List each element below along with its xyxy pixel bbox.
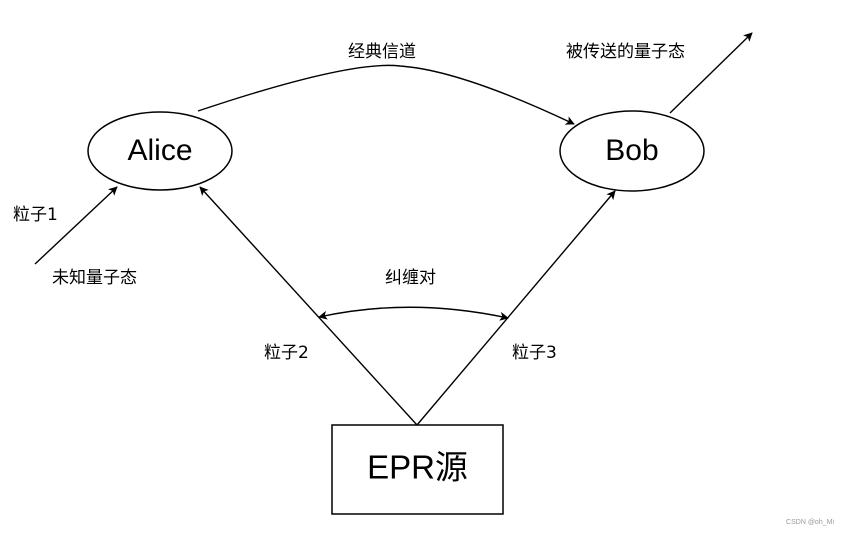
unknown-state-label: 未知量子态 — [52, 268, 137, 288]
classical-channel-arrow — [197, 64, 575, 125]
epr-source-node: EPR源 — [331, 424, 504, 515]
epr-source-label: EPR源 — [367, 449, 468, 486]
bob-node: Bob — [559, 110, 705, 192]
particle1-arrow — [34, 186, 118, 265]
particle3-arrow — [416, 190, 616, 426]
alice-node: Alice — [87, 111, 233, 191]
entangled-pair-arrow — [318, 306, 509, 321]
particle2-label: 粒子2 — [264, 343, 309, 363]
teleported-state-label: 被传送的量子态 — [566, 42, 685, 62]
classical-channel-label: 经典信道 — [348, 42, 416, 62]
particle2-arrow — [199, 186, 418, 426]
particle1-label: 粒子1 — [13, 205, 58, 225]
alice-label: Alice — [127, 134, 192, 167]
bob-label: Bob — [605, 134, 658, 167]
particle3-label: 粒子3 — [512, 343, 557, 363]
teleported-state-arrow — [669, 32, 753, 114]
watermark: CSDN @oh_Mi — [786, 519, 834, 526]
entangled-pair-label: 纠缠对 — [385, 268, 436, 288]
